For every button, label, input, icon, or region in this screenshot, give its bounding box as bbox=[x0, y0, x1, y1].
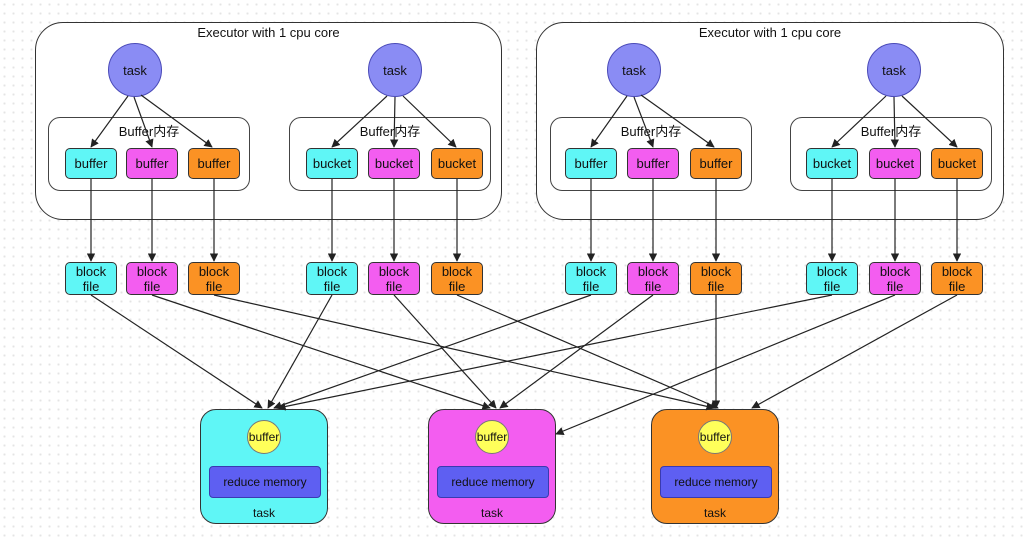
executor-title: Executor with 1 cpu core bbox=[698, 25, 842, 40]
block-file: block file bbox=[627, 262, 679, 295]
arrow bbox=[590, 95, 628, 148]
buffer-group-label: Buffer内存 bbox=[359, 124, 421, 139]
block-file: block file bbox=[931, 262, 983, 295]
bucket-box: bucket bbox=[368, 148, 420, 179]
block-file: block file bbox=[188, 262, 240, 295]
reduce-task-cyan: buffer reduce memory task bbox=[200, 409, 328, 524]
arrow bbox=[555, 294, 896, 436]
reduce-task-label: task bbox=[252, 506, 275, 520]
reduce-buffer-circle: buffer bbox=[247, 420, 281, 454]
map-task-circle: task bbox=[867, 43, 921, 97]
reduce-task-magenta: buffer reduce memory task bbox=[428, 409, 556, 524]
reduce-memory-box: reduce memory bbox=[660, 466, 772, 498]
block-file: block file bbox=[368, 262, 420, 295]
bucket-box: bucket bbox=[306, 148, 358, 179]
arrow bbox=[90, 95, 129, 148]
block-file: block file bbox=[869, 262, 921, 295]
arrow bbox=[633, 96, 655, 148]
buffer-group-label: Buffer内存 bbox=[860, 124, 922, 139]
buffer-box: buffer bbox=[126, 148, 178, 179]
arrow bbox=[831, 95, 887, 148]
block-file: block file bbox=[65, 262, 117, 295]
map-task-circle: task bbox=[368, 43, 422, 97]
arrow bbox=[277, 294, 833, 411]
arrow bbox=[151, 294, 491, 410]
block-file: block file bbox=[306, 262, 358, 295]
buffer-box: buffer bbox=[690, 148, 742, 179]
bucket-box: bucket bbox=[931, 148, 983, 179]
arrow bbox=[389, 96, 399, 148]
reduce-task-label: task bbox=[480, 506, 503, 520]
buffer-box: buffer bbox=[188, 148, 240, 179]
arrow bbox=[140, 94, 213, 148]
reduce-task-orange: buffer reduce memory task bbox=[651, 409, 779, 524]
arrow bbox=[499, 294, 654, 409]
reduce-task-label: task bbox=[703, 506, 726, 520]
block-file: block file bbox=[565, 262, 617, 295]
arrow bbox=[751, 294, 958, 409]
map-task-circle: task bbox=[607, 43, 661, 97]
reduce-buffer-circle: buffer bbox=[698, 420, 732, 454]
arrow bbox=[331, 95, 388, 148]
arrow bbox=[402, 95, 457, 148]
bucket-box: bucket bbox=[806, 148, 858, 179]
bucket-box: bucket bbox=[869, 148, 921, 179]
buffer-box: buffer bbox=[627, 148, 679, 179]
arrow bbox=[267, 294, 333, 409]
arrow bbox=[213, 294, 715, 411]
buffer-group-label: Buffer内存 bbox=[118, 124, 180, 139]
buffer-group-label: Buffer内存 bbox=[620, 124, 682, 139]
executor-title: Executor with 1 cpu core bbox=[197, 25, 340, 40]
block-file: block file bbox=[431, 262, 483, 295]
arrow bbox=[133, 96, 154, 148]
map-task-circle: task bbox=[108, 43, 162, 97]
arrow bbox=[90, 294, 263, 409]
bucket-box: bucket bbox=[431, 148, 483, 179]
arrow bbox=[393, 294, 497, 409]
arrow bbox=[456, 294, 719, 409]
buffer-box: buffer bbox=[65, 148, 117, 179]
buffer-box: buffer bbox=[565, 148, 617, 179]
block-file: block file bbox=[126, 262, 178, 295]
arrow bbox=[901, 95, 958, 148]
arrow bbox=[890, 96, 900, 148]
block-file: block file bbox=[806, 262, 858, 295]
reduce-buffer-circle: buffer bbox=[475, 420, 509, 454]
block-file: block file bbox=[690, 262, 742, 295]
arrow bbox=[640, 94, 715, 148]
arrow bbox=[273, 294, 592, 410]
reduce-memory-box: reduce memory bbox=[209, 466, 321, 498]
reduce-memory-box: reduce memory bbox=[437, 466, 549, 498]
